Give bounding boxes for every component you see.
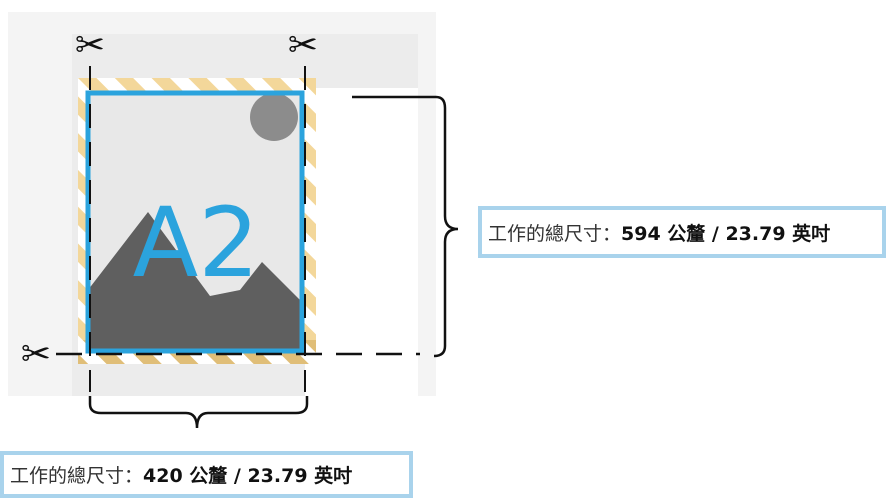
sun-icon <box>250 93 298 141</box>
height-dimension-label: 工作的總尺寸： 594 公釐 / 23.79 英吋 <box>478 206 886 258</box>
paper-size-label: A2 <box>132 187 260 299</box>
mountain-image-icon <box>88 212 302 351</box>
blank-area <box>305 88 418 396</box>
width-bracket <box>88 396 309 429</box>
scissors-icon: ✂ <box>288 25 318 66</box>
width-dimension-label: 工作的總尺寸： 420 公釐 / 23.79 英吋 <box>0 451 413 498</box>
width-label-value: 420 公釐 / 23.79 英吋 <box>143 465 353 487</box>
height-bracket <box>352 95 459 358</box>
width-label-prefix: 工作的總尺寸： <box>10 465 144 487</box>
image-frame <box>85 90 305 354</box>
height-label-prefix: 工作的總尺寸： <box>488 222 622 245</box>
scissors-icon: ✂ <box>75 25 105 66</box>
scissors-icon: ✂ <box>21 334 51 375</box>
height-label-value: 594 公釐 / 23.79 英吋 <box>621 222 831 245</box>
